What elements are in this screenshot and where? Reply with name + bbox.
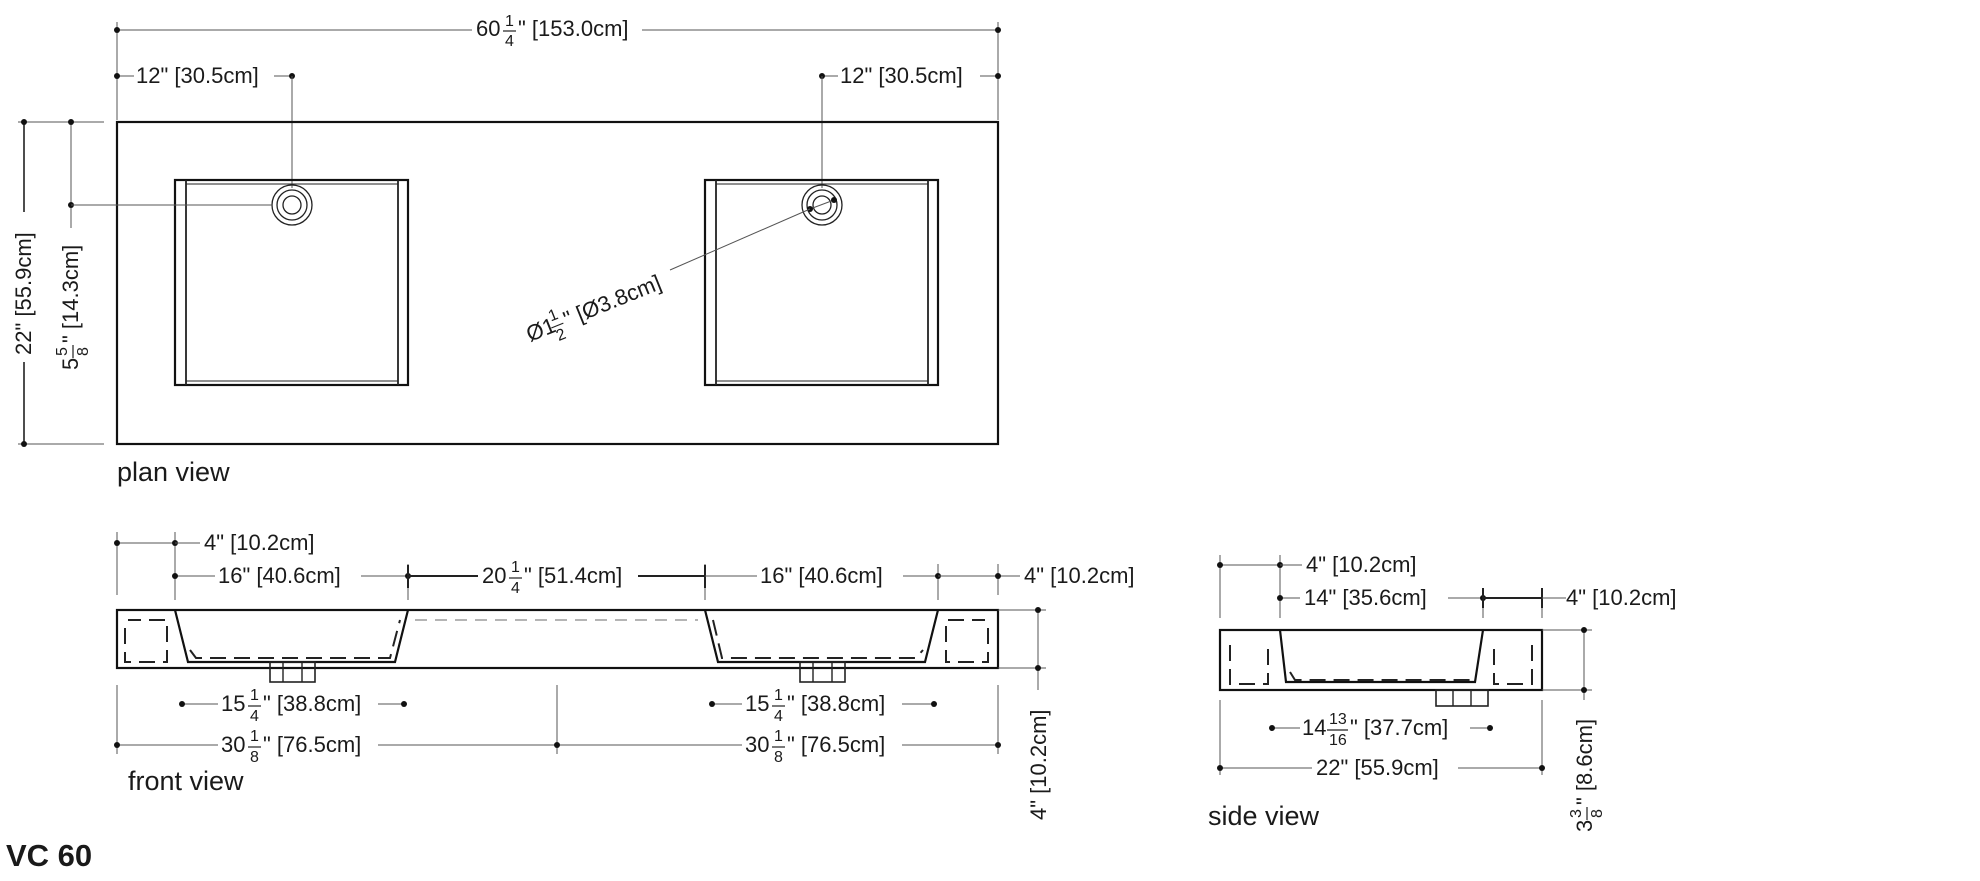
svg-text:2: 2 bbox=[554, 326, 569, 345]
drain-right-offset-label: 12" [30.5cm] bbox=[840, 63, 963, 88]
overall-width-rest: " [153.0cm] bbox=[518, 16, 629, 41]
svg-text:5: 5 bbox=[54, 347, 71, 356]
side-bottom-label: 14 13 16 " [37.7cm] bbox=[1302, 711, 1448, 749]
svg-text:14: 14 bbox=[1302, 715, 1326, 740]
svg-text:" [14.3cm]: " [14.3cm] bbox=[58, 245, 83, 343]
svg-text:8: 8 bbox=[774, 749, 783, 766]
front-half-right-label: 30 1 8 " [76.5cm] bbox=[745, 728, 885, 766]
plan-view: 60 1 4 " [153.0cm] 12" [30.5cm] 12" [30.… bbox=[11, 12, 1001, 487]
svg-text:30: 30 bbox=[221, 732, 245, 757]
overall-width-label: 60 bbox=[476, 16, 500, 41]
front-half-left-label: 30 1 8 " [76.5cm] bbox=[221, 728, 361, 766]
front-height-label: 4" [10.2cm] bbox=[1026, 709, 1051, 820]
overall-width-den: 4 bbox=[505, 33, 514, 50]
plan-view-label: plan view bbox=[117, 457, 230, 487]
front-basin-left-label: 16" [40.6cm] bbox=[218, 563, 341, 588]
svg-text:" [8.6cm]: " [8.6cm] bbox=[1572, 719, 1597, 805]
svg-text:8: 8 bbox=[1589, 809, 1606, 818]
svg-text:20: 20 bbox=[482, 563, 506, 588]
svg-text:3: 3 bbox=[1572, 820, 1597, 832]
side-view-label: side view bbox=[1208, 801, 1320, 831]
side-depth-label: 22" [55.9cm] bbox=[1316, 755, 1439, 780]
svg-text:13: 13 bbox=[1329, 711, 1347, 728]
svg-text:8: 8 bbox=[75, 347, 92, 356]
front-edge-right-label: 4" [10.2cm] bbox=[1024, 563, 1135, 588]
svg-text:4: 4 bbox=[250, 708, 259, 725]
overall-width-num: 1 bbox=[505, 13, 514, 30]
front-bottom-left-label: 15 1 4 " [38.8cm] bbox=[221, 687, 361, 725]
svg-text:30: 30 bbox=[745, 732, 769, 757]
svg-text:" [76.5cm]: " [76.5cm] bbox=[263, 732, 361, 757]
front-view-label: front view bbox=[128, 766, 244, 796]
front-view: 4" [10.2cm] 16" [40.6cm] 20 1 4 " [51.4c… bbox=[114, 530, 1135, 822]
svg-text:3: 3 bbox=[1568, 809, 1585, 818]
side-view: 4" [10.2cm] 14" [35.6cm] 4" [10.2cm] 14 … bbox=[1208, 552, 1677, 835]
svg-text:" [37.7cm]: " [37.7cm] bbox=[1350, 715, 1448, 740]
svg-text:1: 1 bbox=[250, 687, 259, 704]
svg-text:" [Ø3.8cm]: " [Ø3.8cm] bbox=[560, 270, 665, 332]
svg-text:1: 1 bbox=[774, 687, 783, 704]
front-bottom-right-label: 15 1 4 " [38.8cm] bbox=[745, 687, 885, 725]
svg-text:1: 1 bbox=[774, 728, 783, 745]
model-title: VC 60 bbox=[6, 838, 92, 873]
drain-left-offset-label: 12" [30.5cm] bbox=[136, 63, 259, 88]
svg-text:15: 15 bbox=[745, 691, 769, 716]
drain-depth-label: 5 5 8 " [14.3cm] bbox=[54, 245, 92, 370]
svg-text:" [76.5cm]: " [76.5cm] bbox=[787, 732, 885, 757]
side-height-label: 3 3 8 " [8.6cm] bbox=[1568, 719, 1606, 832]
svg-text:4: 4 bbox=[511, 580, 520, 597]
svg-text:" [51.4cm]: " [51.4cm] bbox=[524, 563, 622, 588]
svg-text:" [38.8cm]: " [38.8cm] bbox=[787, 691, 885, 716]
svg-text:15: 15 bbox=[221, 691, 245, 716]
side-edge-right-label: 4" [10.2cm] bbox=[1566, 585, 1677, 610]
front-basin-right-label: 16" [40.6cm] bbox=[760, 563, 883, 588]
front-gap-label: 20 1 4 " [51.4cm] bbox=[482, 559, 622, 597]
side-edge-left-label: 4" [10.2cm] bbox=[1306, 552, 1417, 577]
svg-text:4: 4 bbox=[774, 708, 783, 725]
svg-text:5: 5 bbox=[58, 358, 83, 370]
svg-text:1: 1 bbox=[511, 559, 520, 576]
svg-text:16: 16 bbox=[1329, 732, 1347, 749]
depth-label: 22" [55.9cm] bbox=[11, 232, 36, 355]
side-basin-label: 14" [35.6cm] bbox=[1304, 585, 1427, 610]
svg-text:1: 1 bbox=[250, 728, 259, 745]
svg-text:8: 8 bbox=[250, 749, 259, 766]
front-edge-left-label: 4" [10.2cm] bbox=[204, 530, 315, 555]
drain-diameter-label: Ø1 1 2 " [Ø3.8cm] bbox=[523, 270, 665, 347]
svg-text:" [38.8cm]: " [38.8cm] bbox=[263, 691, 361, 716]
